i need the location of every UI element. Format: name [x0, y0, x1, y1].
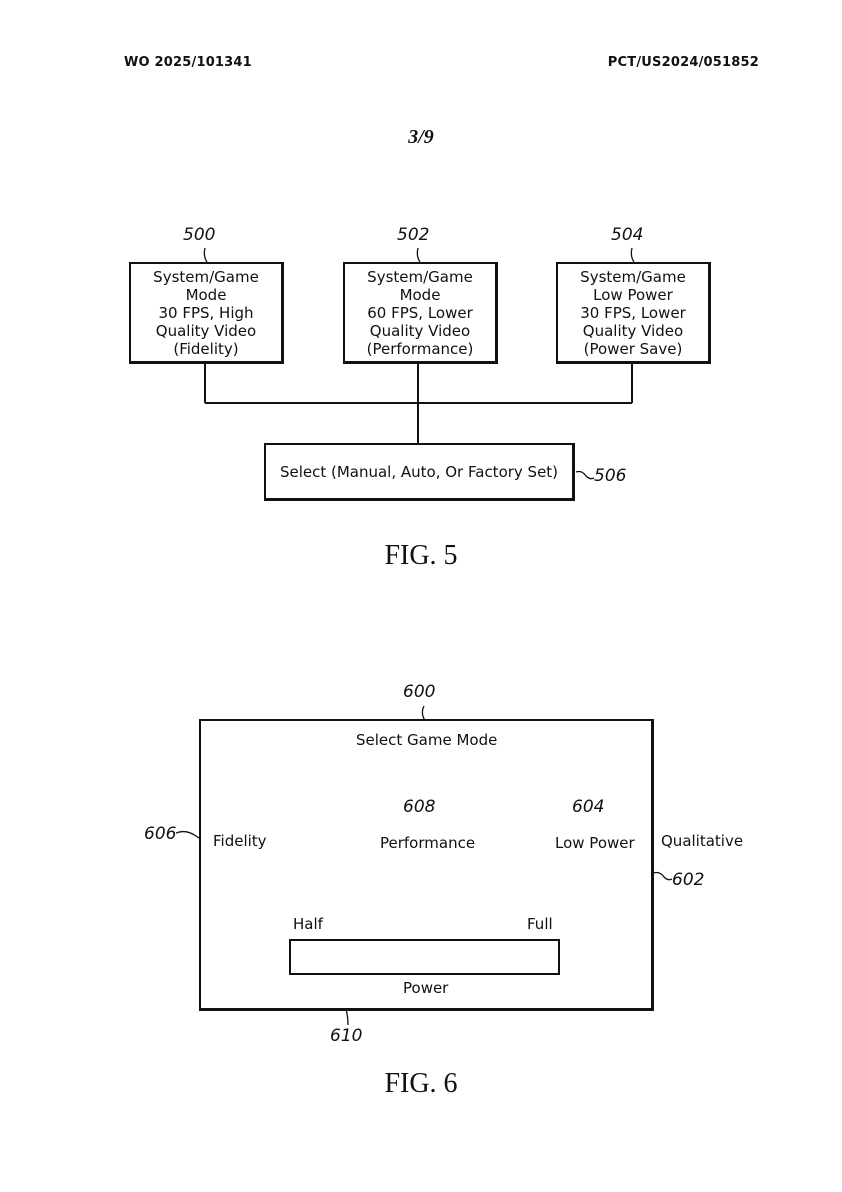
- fig5-caption: FIG. 5: [384, 540, 458, 571]
- select-box: Select (Manual, Auto, Or Factory Set): [264, 443, 575, 501]
- power-min-label: Half: [293, 915, 323, 933]
- mode-line: 30 FPS, Lower: [580, 303, 686, 322]
- mode-line: Quality Video: [155, 321, 257, 340]
- leader-506: [575, 470, 595, 480]
- power-max-label: Full: [527, 915, 553, 933]
- select-label: Select (Manual, Auto, Or Factory Set): [279, 462, 559, 481]
- ref-506: 506: [594, 466, 627, 486]
- ref-608: 608: [403, 797, 436, 817]
- sheet-number: 3/9: [408, 126, 434, 148]
- leader-502: [416, 247, 421, 263]
- publication-number: WO 2025/101341: [124, 55, 252, 70]
- mode-line: (Performance): [366, 339, 474, 358]
- ref-606: 606: [144, 824, 177, 844]
- ref-602: 602: [672, 870, 705, 890]
- ref-604: 604: [572, 797, 605, 817]
- mode-box-fidelity: System/Game Mode 30 FPS, High Quality Vi…: [129, 262, 284, 364]
- qualitative-label: Qualitative: [661, 832, 744, 850]
- mode-line: Quality Video: [582, 321, 684, 340]
- mode-line: Mode: [399, 285, 441, 304]
- power-slider-track[interactable]: [289, 939, 560, 975]
- mode-line: System/Game: [153, 267, 259, 286]
- leader-504: [630, 247, 635, 263]
- leader-500: [203, 247, 208, 263]
- mode-line: 30 FPS, High: [158, 303, 254, 322]
- mode-line: (Fidelity): [173, 339, 239, 358]
- mode-line: System/Game: [580, 267, 686, 286]
- option-fidelity[interactable]: Fidelity: [213, 832, 267, 850]
- ref-502: 502: [397, 225, 430, 245]
- option-low-power[interactable]: Low Power: [555, 834, 635, 852]
- mode-line: Mode: [185, 285, 227, 304]
- mode-line: System/Game: [367, 267, 473, 286]
- mode-line: 60 FPS, Lower: [367, 303, 473, 322]
- ref-504: 504: [611, 225, 644, 245]
- fig6-caption: FIG. 6: [384, 1068, 458, 1099]
- option-performance[interactable]: Performance: [380, 834, 476, 852]
- power-axis-label: Power: [403, 979, 449, 997]
- mode-box-low-power: System/Game Low Power 30 FPS, Lower Qual…: [556, 262, 711, 364]
- ref-500: 500: [183, 225, 216, 245]
- application-number: PCT/US2024/051852: [607, 55, 759, 70]
- screen-title: Select Game Mode: [356, 731, 498, 749]
- mode-line: Quality Video: [369, 321, 471, 340]
- mode-line: (Power Save): [583, 339, 683, 358]
- mode-box-performance: System/Game Mode 60 FPS, Lower Quality V…: [343, 262, 498, 364]
- leader-602: [652, 871, 673, 881]
- game-mode-screen: [199, 719, 654, 1011]
- ref-600: 600: [403, 682, 436, 702]
- ref-610: 610: [330, 1026, 363, 1046]
- mode-line: Low Power: [593, 285, 673, 304]
